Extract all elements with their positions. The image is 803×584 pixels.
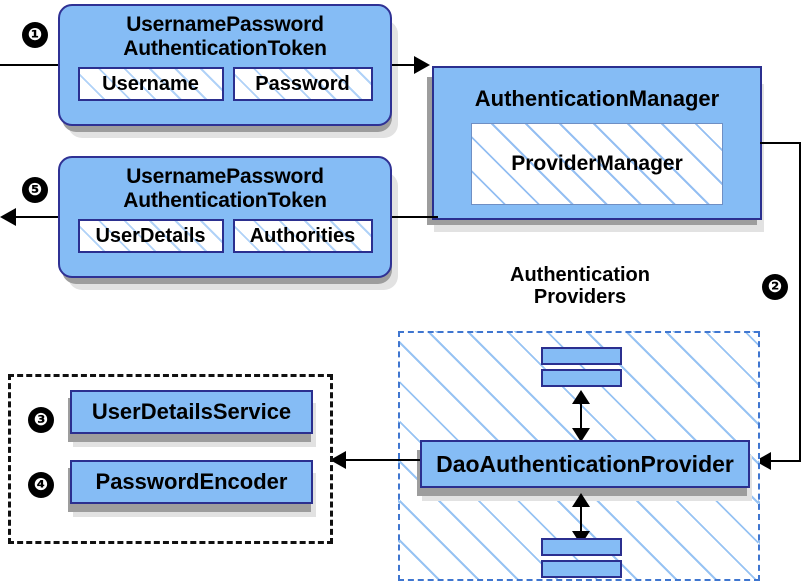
password-encoder-label: PasswordEncoder: [95, 469, 288, 494]
manager-to-providers-line-v: [799, 142, 801, 462]
marker-3: ❸: [28, 407, 54, 433]
field-userdetails[interactable]: UserDetails: [77, 219, 224, 254]
username-password-authentication-token-response[interactable]: UsernamePassword AuthenticationToken Use…: [58, 156, 392, 278]
marker-2: ❷: [762, 274, 788, 300]
provider-placeholder-bar-3: [541, 538, 622, 556]
response-arrowhead: [0, 208, 16, 226]
providers-to-beans-line: [345, 459, 420, 461]
authentication-manager-box[interactable]: AuthenticationManager ProviderManager: [432, 66, 762, 220]
request-token-title-line1: UsernamePassword: [126, 13, 324, 36]
provider-placeholder-bar-1: [541, 347, 622, 365]
field-authorities[interactable]: Authorities: [232, 219, 373, 254]
response-token-title: UsernamePassword AuthenticationToken: [123, 165, 327, 212]
beans-region: [8, 374, 333, 544]
field-password[interactable]: Password: [232, 67, 373, 102]
manager-to-providers-line-h-bottom: [770, 460, 801, 462]
dao-authentication-provider-box[interactable]: DaoAuthenticationProvider: [420, 440, 750, 488]
manager-to-response-line: [392, 216, 438, 218]
provider-placeholder-bar-4: [541, 560, 622, 578]
authentication-providers-caption: Authentication Providers: [470, 264, 690, 309]
provider-link-arrow-up-top: [572, 390, 590, 404]
authentication-manager-title: AuthenticationManager: [474, 86, 720, 111]
marker-1: ❶: [22, 22, 48, 48]
request-token-title: UsernamePassword AuthenticationToken: [123, 13, 327, 60]
provider-link-arrow-up-bottom: [572, 493, 590, 507]
dao-authentication-provider-label: DaoAuthenticationProvider: [436, 450, 734, 477]
marker-4: ❹: [28, 472, 54, 498]
provider-link-arrow-down-top: [572, 428, 590, 442]
response-token-fields: UserDetails Authorities: [77, 219, 373, 254]
username-password-authentication-token-request[interactable]: UsernamePassword AuthenticationToken Use…: [58, 4, 392, 126]
request-token-title-line2: AuthenticationToken: [123, 36, 327, 60]
user-details-service-box[interactable]: UserDetailsService: [70, 390, 313, 434]
provider-placeholder-bar-2: [541, 369, 622, 387]
providers-caption-line2: Providers: [533, 286, 627, 309]
request-token-fields: Username Password: [77, 67, 373, 102]
field-username[interactable]: Username: [77, 67, 224, 102]
password-encoder-box[interactable]: PasswordEncoder: [70, 460, 313, 504]
user-details-service-label: UserDetailsService: [91, 399, 292, 424]
token-to-manager-line: [392, 64, 426, 66]
providers-caption-line1: Authentication: [510, 264, 650, 286]
response-token-title-line1: UsernamePassword: [126, 165, 324, 188]
marker-5: ❺: [22, 177, 48, 203]
manager-to-providers-line-h-top: [760, 142, 801, 144]
provider-link-line-bottom: [580, 499, 582, 537]
response-token-title-line2: AuthenticationToken: [123, 188, 327, 212]
provider-link-line-top: [580, 396, 582, 434]
provider-manager-panel[interactable]: ProviderManager: [471, 123, 723, 205]
token-to-manager-arrowhead: [414, 56, 430, 74]
providers-to-beans-arrowhead: [330, 451, 346, 469]
outgoing-response-line: [14, 216, 74, 218]
incoming-request-line: [0, 64, 72, 66]
